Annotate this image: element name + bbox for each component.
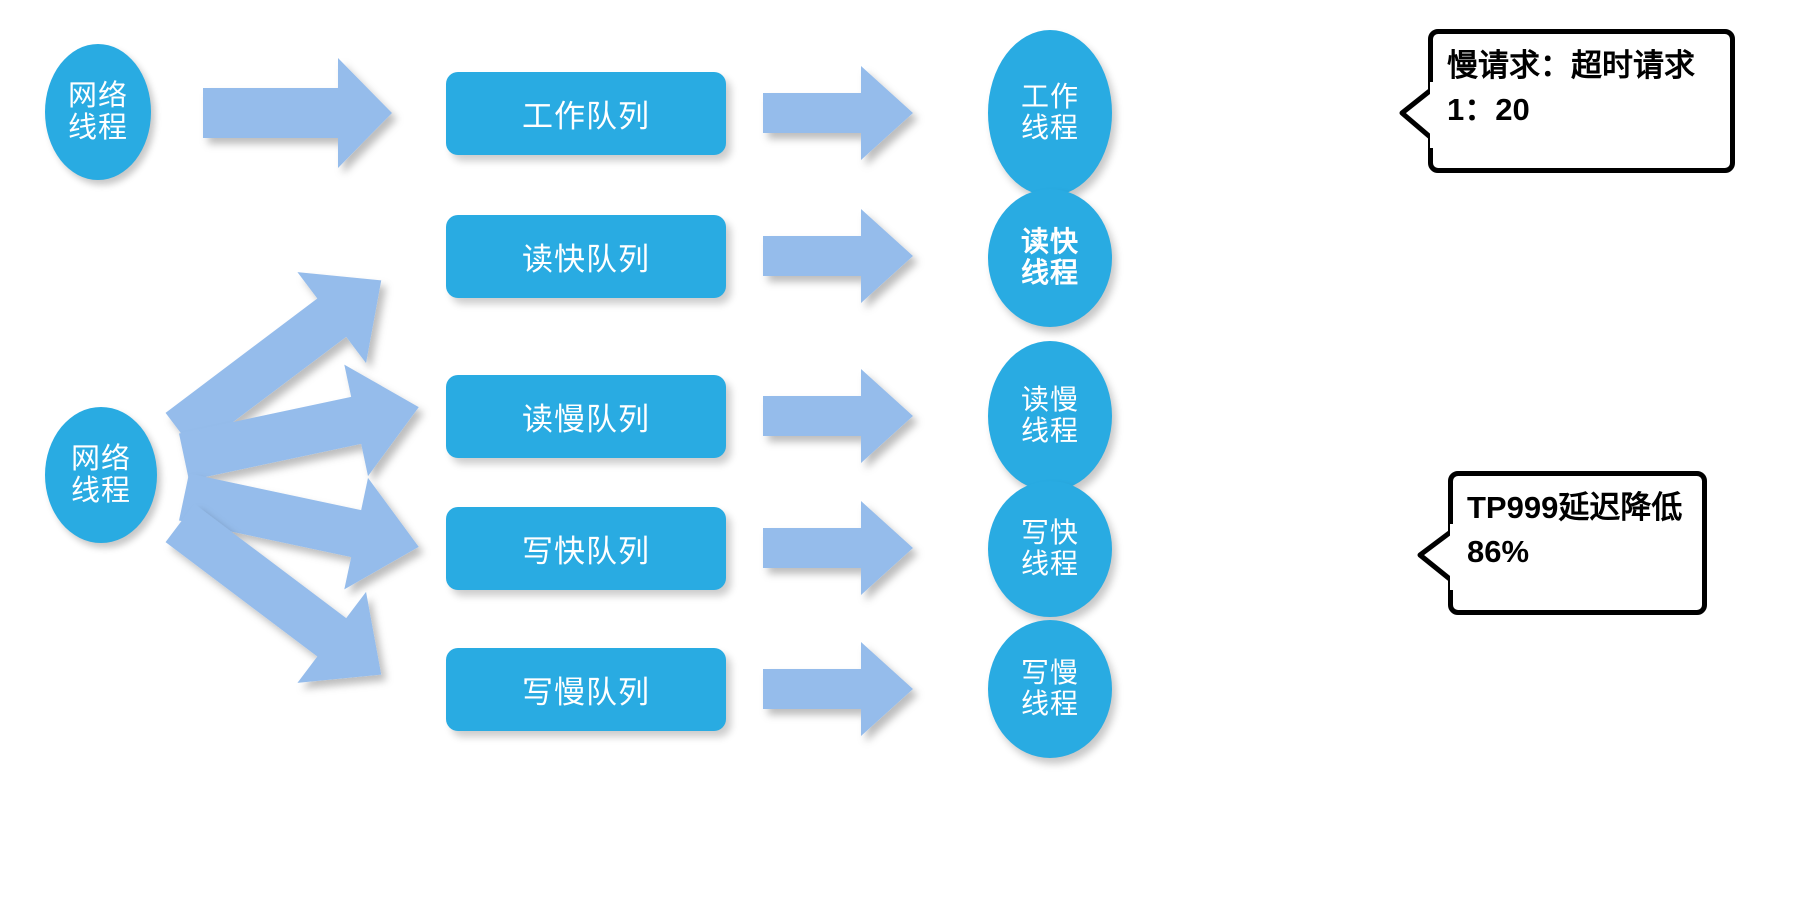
source-node-label-line2: 线程 xyxy=(70,475,131,507)
thread-node-write-fast-thread[interactable]: 写快 线程 xyxy=(988,481,1112,617)
arrow-read-fast-queue-to-read-fast-thread xyxy=(763,209,913,303)
thread-node-label-line1: 写慢 xyxy=(1020,657,1079,689)
arrow-net-bottom-to-write-slow-queue xyxy=(165,503,382,683)
source-node-net-thread-top[interactable]: 网络 线程 xyxy=(45,44,151,180)
queue-box-read-fast-queue[interactable]: 读快队列 xyxy=(446,215,726,298)
queue-box-label: 读快队列 xyxy=(522,242,650,277)
queue-box-write-fast-queue[interactable]: 写快队列 xyxy=(446,507,726,590)
thread-node-work-thread[interactable]: 工作 线程 xyxy=(988,30,1112,196)
source-node-label-line2: 线程 xyxy=(67,112,128,144)
source-node-net-thread-bottom[interactable]: 网络 线程 xyxy=(45,407,157,543)
queue-box-read-slow-queue[interactable]: 读慢队列 xyxy=(446,375,726,458)
source-node-label-line1: 网络 xyxy=(70,442,131,475)
callout-line-1: 慢请求：超时请求 xyxy=(1447,48,1695,83)
arrow-read-slow-queue-to-read-slow-thread xyxy=(763,369,913,463)
thread-node-label-line1: 读快 xyxy=(1020,226,1079,258)
arrow-net-bottom-to-read-fast-queue xyxy=(165,272,382,452)
arrow-net-bottom-to-read-slow-queue xyxy=(179,364,419,481)
queue-box-label: 写快队列 xyxy=(522,534,650,569)
callout-line-2: 86% xyxy=(1467,534,1530,570)
arrow-write-fast-queue-to-write-fast-thread xyxy=(763,501,913,595)
arrow-net-top-to-work-queue xyxy=(203,58,392,168)
thread-node-label-line2: 线程 xyxy=(1020,415,1079,446)
queue-box-label: 工作队列 xyxy=(522,99,650,134)
thread-node-label-line2: 线程 xyxy=(1020,688,1079,719)
queue-box-label: 读慢队列 xyxy=(522,402,650,437)
callout-tp999-latency-drop[interactable]: TP999延迟降低 86% xyxy=(1448,471,1707,615)
queue-box-write-slow-queue[interactable]: 写慢队列 xyxy=(446,648,726,731)
thread-node-label-line2: 线程 xyxy=(1020,112,1079,143)
arrow-net-bottom-to-write-fast-queue xyxy=(179,473,419,590)
thread-node-label-line2: 线程 xyxy=(1020,548,1079,579)
queue-box-label: 写慢队列 xyxy=(522,675,650,710)
thread-node-label-line2: 线程 xyxy=(1020,257,1079,288)
thread-node-label-line1: 读慢 xyxy=(1020,384,1079,416)
thread-node-label-line1: 写快 xyxy=(1020,517,1079,549)
callout-line-2: 1：20 xyxy=(1447,92,1530,128)
callout-slow-request-ratio[interactable]: 慢请求：超时请求 1：20 xyxy=(1428,29,1735,173)
thread-node-label-line1: 工作 xyxy=(1020,81,1079,113)
callout-line-1: TP999延迟降低 xyxy=(1467,490,1683,525)
thread-node-read-slow-thread[interactable]: 读慢 线程 xyxy=(988,341,1112,491)
thread-node-write-slow-thread[interactable]: 写慢 线程 xyxy=(988,620,1112,758)
source-node-label-line1: 网络 xyxy=(67,79,128,112)
arrow-write-slow-queue-to-write-slow-thread xyxy=(763,642,913,736)
queue-box-work-queue[interactable]: 工作队列 xyxy=(446,72,726,155)
arrow-work-queue-to-work-thread xyxy=(763,66,913,160)
thread-node-read-fast-thread[interactable]: 读快 线程 xyxy=(988,189,1112,327)
